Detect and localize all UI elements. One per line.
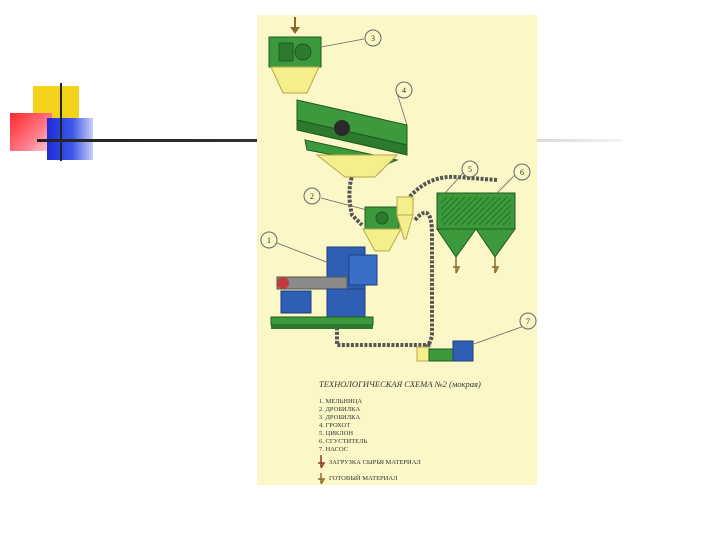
legend-item-4: 4. ГРОХОТ (319, 422, 350, 429)
scheme-drawing: 3 4 2 1 5 (257, 15, 537, 485)
callout-top-right: 3 (365, 30, 381, 46)
svg-text:6: 6 (520, 168, 524, 177)
callout-cyclone: 5 (462, 161, 478, 177)
svg-text:4: 4 (402, 86, 406, 95)
scheme-panel: 3 4 2 1 5 (257, 15, 537, 485)
legend-item-3: 3. ДРОБИЛКА (319, 414, 360, 421)
scheme-title: ТЕХНОЛОГИЧЕСКАЯ СХЕМА №2 (мокрая) (319, 379, 481, 389)
arrow-legend-product: ГОТОВЫЙ МАТЕРИАЛ (329, 474, 398, 482)
svg-text:1: 1 (267, 236, 271, 245)
legend-item-2: 2. ДРОБИЛКА (319, 406, 360, 413)
legend-item-1: 1. МЕЛЬНИЦА (319, 398, 362, 405)
load-arrow-icon (318, 455, 324, 468)
thickener (437, 193, 515, 273)
arrow-legend: ЗАГРУЗКА СЫРЬЯ МАТЕРИАЛ ГОТОВЫЙ МАТЕРИАЛ (318, 455, 421, 484)
callout-thickener: 6 (514, 164, 530, 180)
screen-grate (297, 100, 407, 177)
decor-red-square (10, 113, 52, 151)
callout-screen: 4 (396, 82, 412, 98)
svg-text:3: 3 (371, 34, 375, 43)
mill (271, 247, 377, 329)
callout-mill: 1 (261, 232, 277, 248)
product-arrow-icon (318, 473, 324, 484)
legend-item-6: 6. СГУСТИТЕЛЬ (319, 438, 367, 445)
legend-item-5: 5. ЦИКЛОН (319, 430, 353, 437)
arrow-legend-load: ЗАГРУЗКА СЫРЬЯ МАТЕРИАЛ (329, 459, 421, 466)
callout-pump: 7 (520, 313, 536, 329)
crusher-middle (363, 207, 401, 251)
svg-text:7: 7 (526, 317, 530, 326)
decor-vertical-line (60, 83, 62, 161)
svg-text:2: 2 (310, 192, 314, 201)
callout-crusher-middle: 2 (304, 188, 320, 204)
feed-arrow (290, 17, 300, 34)
svg-text:5: 5 (468, 165, 472, 174)
crusher-top (269, 37, 321, 93)
legend: 1. МЕЛЬНИЦА 2. ДРОБИЛКА 3. ДРОБИЛКА 4. Г… (319, 398, 367, 453)
legend-item-7: 7. НАСОС (319, 446, 348, 453)
